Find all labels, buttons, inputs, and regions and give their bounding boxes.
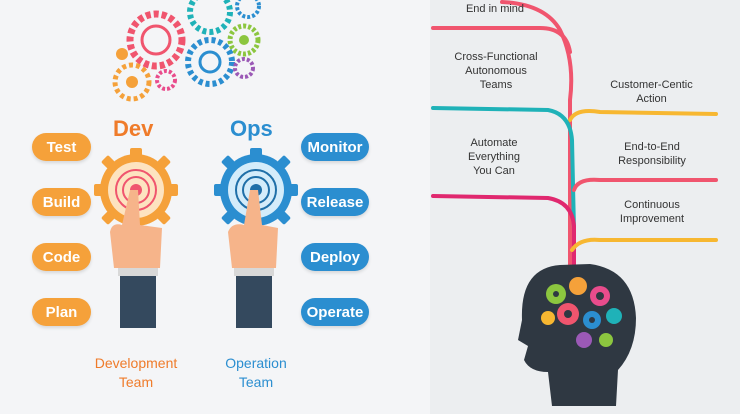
practice-line: Responsibility — [618, 155, 686, 167]
ops-action-monitor: Monitor — [301, 133, 369, 161]
dev-action-code: Code — [32, 243, 91, 271]
practice-line: Autonomous — [465, 65, 527, 77]
dev-action-build: Build — [32, 188, 91, 216]
dev-title: Dev — [113, 116, 154, 141]
practice-line: Automate — [470, 137, 518, 149]
gear-cluster-icon — [112, 0, 261, 102]
ops-gear-hand-icon — [214, 148, 298, 328]
development-team-line2: Team — [118, 374, 154, 390]
operation-team-line1: Operation — [225, 355, 287, 371]
ops-action-deploy: Deploy — [301, 243, 369, 271]
development-team-label: Development Team — [80, 354, 192, 392]
ops-action-operate: Operate — [301, 298, 369, 326]
dev-gear-hand-icon — [94, 148, 178, 328]
practice-line: Improvement — [619, 213, 685, 225]
practice-line: End-to-End — [624, 141, 680, 153]
practice-end-to-end: End-to-End Responsibility — [596, 140, 708, 168]
practice-end-in-mind: End in mind — [465, 3, 525, 15]
practice-automate: Automate Everything You Can — [444, 136, 544, 178]
practice-line: Everything — [468, 151, 520, 163]
practice-line: Action — [636, 93, 667, 105]
practice-line: Continuous — [624, 199, 680, 211]
practice-line: Cross-Functional — [454, 51, 538, 63]
practice-line: You Can — [473, 165, 515, 177]
practice-customer-centric: Customer-Centic Action — [594, 78, 709, 106]
ops-title: Ops — [230, 116, 273, 141]
operation-team-label: Operation Team — [210, 354, 302, 392]
operation-team-line2: Team — [238, 374, 274, 390]
dev-action-test: Test — [32, 133, 91, 161]
head-gears-icon — [518, 264, 636, 406]
practice-line: Teams — [479, 79, 513, 91]
practice-cross-functional: Cross-Functional Autonomous Teams — [436, 50, 556, 92]
practice-branches — [431, 0, 718, 267]
development-team-line1: Development — [94, 355, 178, 371]
practice-line: Customer-Centic — [610, 79, 693, 91]
practice-continuous: Continuous Improvement — [596, 198, 708, 226]
ops-action-release: Release — [301, 188, 369, 216]
dev-action-plan: Plan — [32, 298, 91, 326]
